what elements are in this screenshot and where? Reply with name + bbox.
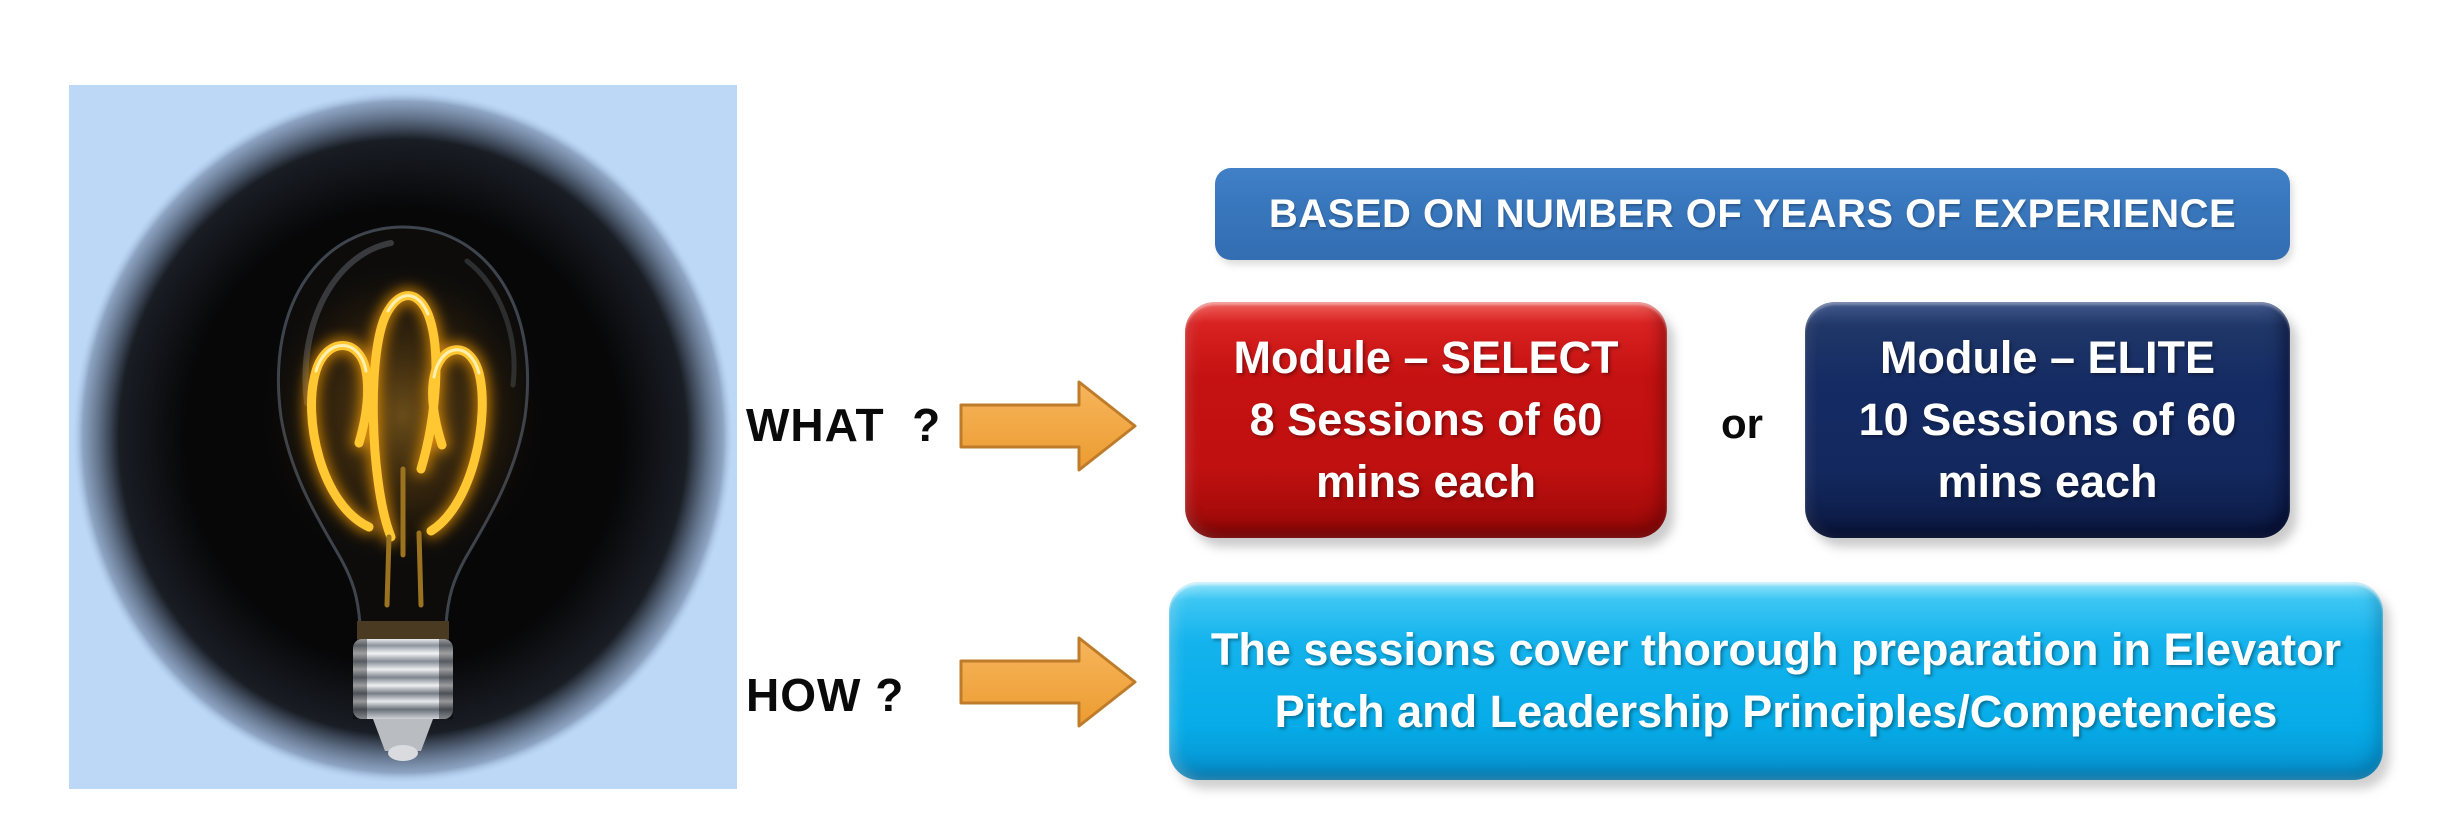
sessions-description-line-1: The sessions cover thorough preparation … [1210, 624, 2342, 675]
or-label: or [1721, 400, 1763, 447]
module-select-box[interactable]: Module – SELECT 8 Sessions of 60 mins ea… [1185, 302, 1667, 538]
sessions-description-box: The sessions cover thorough preparation … [1169, 582, 2383, 780]
module-elite-line-2: 10 Sessions of 60 [1858, 394, 2237, 445]
experience-banner: BASED ON NUMBER OF YEARS OF EXPERIENCE [1215, 168, 2290, 260]
experience-banner-label: BASED ON NUMBER OF YEARS OF EXPERIENCE [1268, 191, 2237, 236]
how-question-label: HOW ? [746, 669, 905, 721]
bulb-filament [305, 289, 489, 608]
module-select-line-3: mins each [1315, 456, 1537, 507]
module-elite-line-1: Module – ELITE [1879, 332, 2216, 383]
light-bulb-photo [69, 85, 737, 789]
what-arrow-icon [959, 380, 1137, 472]
filament-glow [253, 250, 553, 580]
sessions-description-line-2: Pitch and Leadership Principles/Competen… [1274, 686, 2278, 737]
module-select-line-1: Module – SELECT [1233, 332, 1619, 383]
how-arrow-icon [959, 636, 1137, 728]
bulb-screw-base [353, 621, 453, 761]
module-select-line-2: 8 Sessions of 60 [1249, 394, 1603, 445]
module-elite-line-3: mins each [1937, 456, 2158, 507]
what-question-label: WHAT ? [746, 399, 942, 451]
light-bulb-illustration [69, 85, 737, 789]
module-elite-box[interactable]: Module – ELITE 10 Sessions of 60 mins ea… [1805, 302, 2290, 538]
